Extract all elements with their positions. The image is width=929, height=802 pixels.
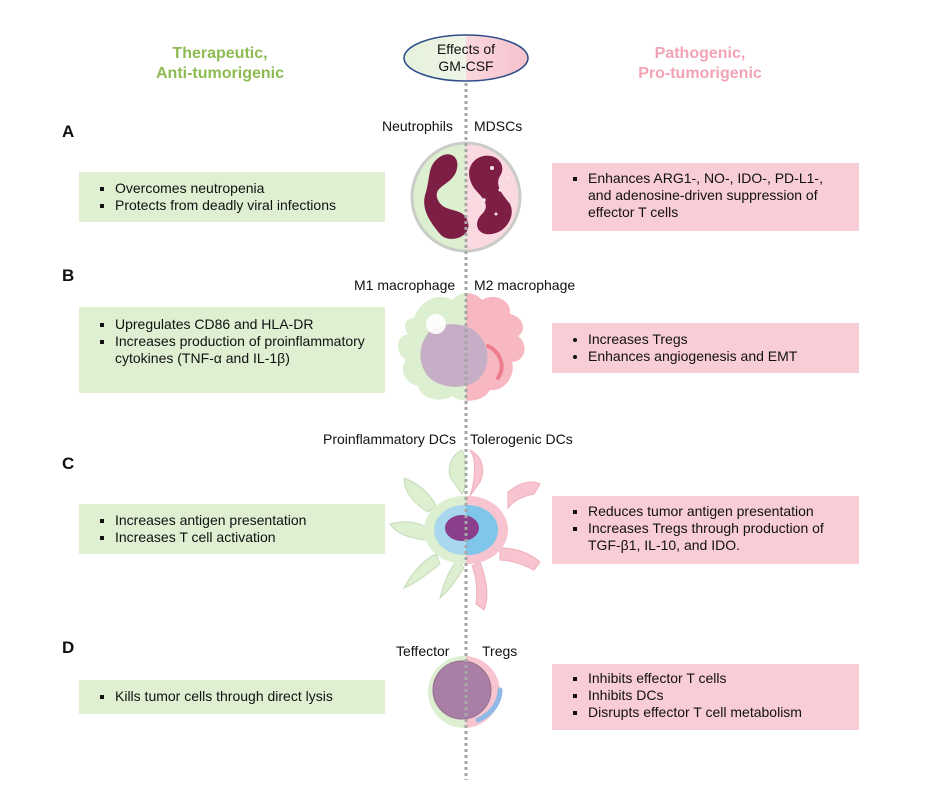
- effect-box-left-d: Kills tumor cells through direct lysis: [79, 680, 385, 714]
- effect-item: Kills tumor cells through direct lysis: [115, 688, 375, 705]
- title-oval: [403, 34, 529, 82]
- effect-item: Enhances ARG1-, NO-, IDO-, PD-L1-, and a…: [588, 170, 849, 221]
- effect-item: Increases antigen presentation: [115, 512, 375, 529]
- effect-item: Increases production of proinflammatory …: [115, 333, 375, 367]
- effect-box-right-b: Increases Tregs Enhances angiogenesis an…: [552, 323, 859, 373]
- center-title-line1: Effects of: [436, 41, 496, 57]
- effect-box-left-a: Overcomes neutropenia Protects from dead…: [79, 172, 385, 222]
- effect-item: Increases Tregs: [588, 331, 849, 348]
- effect-item: Overcomes neutropenia: [115, 180, 375, 197]
- cell-label-teffector: Teffector: [396, 643, 450, 659]
- cell-label-tolerogenic-dcs: Tolerogenic DCs: [470, 431, 573, 447]
- effect-item: Upregulates CD86 and HLA-DR: [115, 316, 375, 333]
- neutrophil-mdsc-cell: [410, 141, 522, 253]
- effect-item: Enhances angiogenesis and EMT: [588, 348, 849, 365]
- effect-item: Disrupts effector T cell metabolism: [588, 704, 849, 721]
- effect-box-right-d: Inhibits effector T cells Inhibits DCs D…: [552, 664, 859, 730]
- cell-label-mdscs: MDSCs: [474, 118, 523, 134]
- section-letter-c: C: [62, 454, 75, 473]
- dendritic-cell: [389, 448, 541, 611]
- effect-box-right-a: Enhances ARG1-, NO-, IDO-, PD-L1-, and a…: [552, 163, 859, 231]
- effect-item: Protects from deadly viral infections: [115, 197, 375, 214]
- effect-box-right-c: Reduces tumor antigen presentation Incre…: [552, 496, 859, 564]
- center-title: Effects of GM-CSF: [404, 41, 528, 75]
- cell-label-neutrophils: Neutrophils: [382, 118, 453, 134]
- cell-label-m1-macrophage: M1 macrophage: [354, 277, 456, 293]
- section-letter-d: D: [62, 638, 75, 657]
- effect-item: Inhibits DCs: [588, 687, 849, 704]
- cell-label-proinflammatory-dcs: Proinflammatory DCs: [323, 431, 457, 447]
- t-cell: [428, 656, 503, 728]
- effect-item: Inhibits effector T cells: [588, 670, 849, 687]
- macrophage-cell: [398, 293, 525, 401]
- section-letter-b: B: [62, 266, 75, 285]
- effect-item: Reduces tumor antigen presentation: [588, 503, 849, 520]
- right-column-heading: Pathogenic, Pro-tumorigenic: [638, 45, 762, 82]
- cell-label-tregs: Tregs: [482, 643, 518, 659]
- cell-label-m2-macrophage: M2 macrophage: [474, 277, 576, 293]
- effect-item: Increases T cell activation: [115, 529, 375, 546]
- effect-item: Increases Tregs through production of TG…: [588, 520, 849, 554]
- effect-box-left-c: Increases antigen presentation Increases…: [79, 504, 385, 554]
- left-column-heading: Therapeutic, Anti-tumorigenic: [156, 45, 284, 82]
- effect-box-left-b: Upregulates CD86 and HLA-DR Increases pr…: [79, 307, 385, 393]
- center-title-line2: GM-CSF: [438, 58, 494, 74]
- section-letter-a: A: [62, 122, 75, 141]
